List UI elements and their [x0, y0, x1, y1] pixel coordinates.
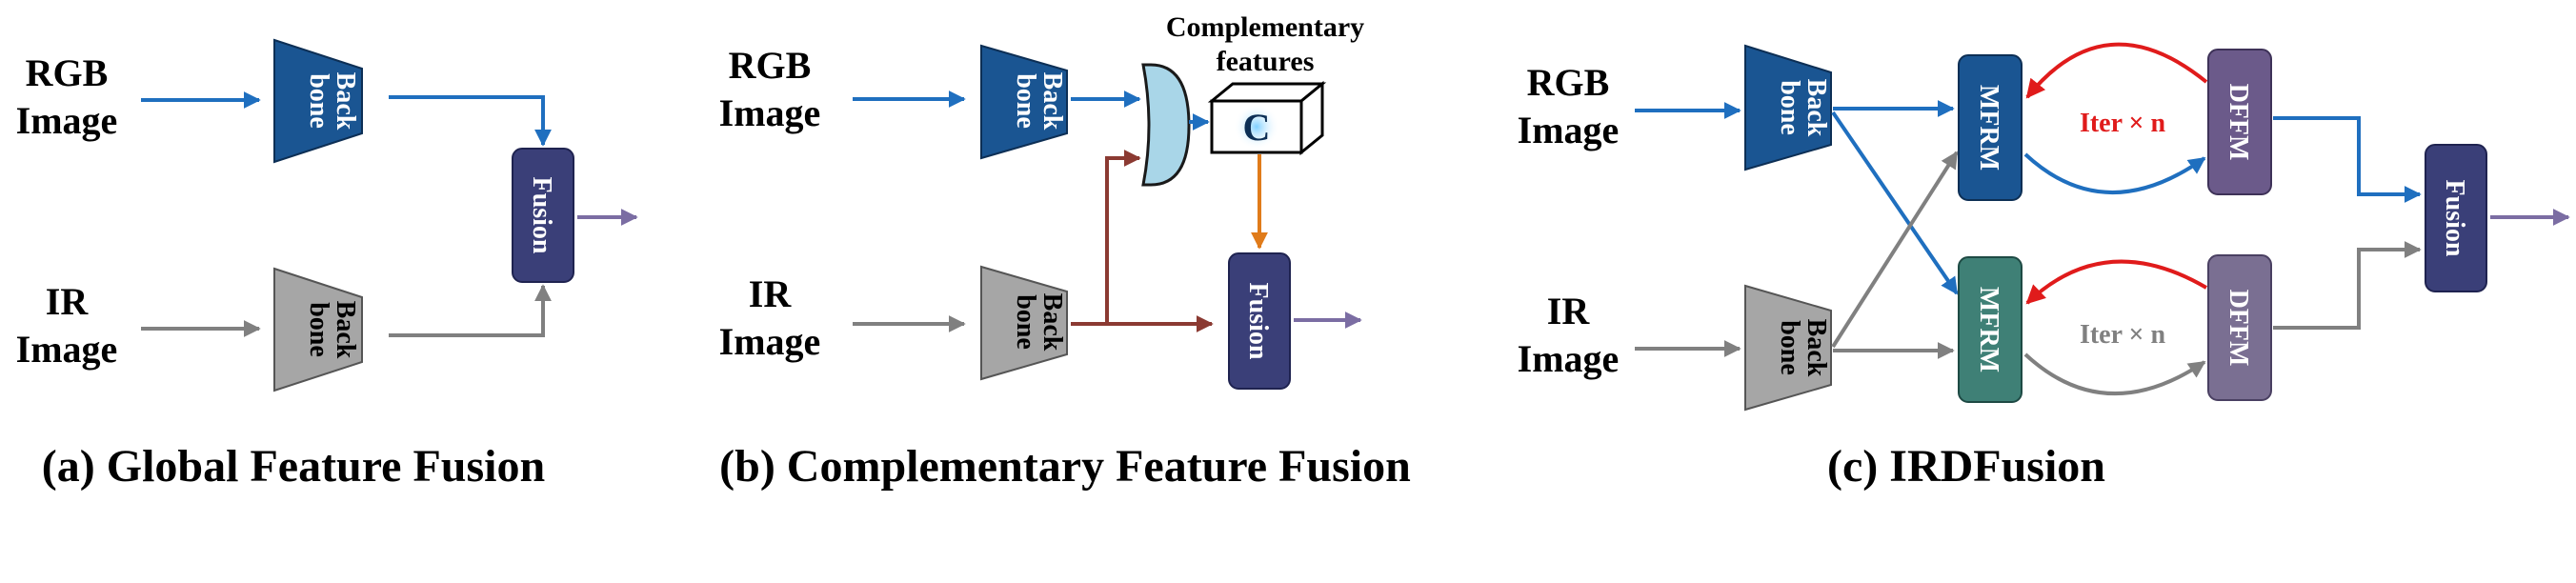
fusion-block-b: Fusion: [1228, 252, 1291, 390]
rgb-image-label-line1: RGB: [26, 51, 109, 94]
fusion-c-label: Fusion: [2440, 180, 2469, 257]
backbone-rgb: Back bone: [980, 44, 1068, 160]
backbone-rgb-label-line2: bone: [1011, 73, 1040, 129]
arrow-mfrm-rgb-to-dffm-rgb: [2023, 152, 2206, 194]
complementary-title-line1: Complementary: [1166, 11, 1364, 43]
fusion-block-c: Fusion: [2425, 144, 2487, 292]
complementary-title-line2: features: [1217, 46, 1315, 77]
mfrm-ir-label: MFRM: [1974, 287, 2003, 372]
backbone-rgb-label-line1: Back: [331, 72, 360, 131]
ir-image-label-line2: Image: [719, 320, 821, 363]
ir-image-label-line2: Image: [1518, 337, 1620, 380]
backbone-rgb-label-line2: bone: [1775, 80, 1804, 135]
arrow-backbone-ir-to-concat: [1071, 150, 1141, 326]
dffm-ir-label: DFFM: [2224, 290, 2253, 367]
backbone-ir: Back bone: [273, 267, 363, 392]
backbone-ir: Back bone: [980, 265, 1068, 381]
arrow-dffm-rgb-to-mfrm-rgb: [2025, 42, 2208, 99]
rgb-image-label-line2: Image: [1518, 109, 1620, 151]
dffm-rgb-label: DFFM: [2224, 84, 2253, 161]
arrow-backbone-ir-to-fusion: [389, 284, 552, 337]
fusion-b-label: Fusion: [1243, 283, 1273, 360]
rgb-image-label-line1: RGB: [729, 44, 812, 87]
backbone-rgb: Back bone: [1744, 44, 1832, 171]
backbone-ir-label-line2: bone: [304, 302, 333, 357]
backbone-ir-label-line1: Back: [1037, 293, 1067, 352]
ir-image-label-line1: IR: [749, 272, 793, 315]
complementary-symbol: C: [1243, 106, 1271, 149]
ir-image-label-line2: Image: [16, 328, 118, 371]
mfrm-ir-block: MFRM: [1958, 256, 2023, 403]
arrow-backbone-ir-to-mfrm-rgb: [1831, 151, 1959, 349]
ir-image-label-line1: IR: [1547, 290, 1591, 332]
backbone-ir: Back bone: [1744, 284, 1832, 412]
backbone-rgb: Back bone: [273, 38, 363, 164]
panel-c: RGB Image IR Image Back bone Back bone M…: [1518, 42, 2570, 492]
backbone-ir-label-line2: bone: [1775, 320, 1804, 375]
ir-image-label-line1: IR: [46, 280, 90, 323]
backbone-rgb-label-line1: Back: [1801, 79, 1831, 137]
arrow-dffm-ir-to-fusion: [2273, 241, 2422, 330]
caption-c: (c) IRDFusion: [1827, 441, 2105, 492]
backbone-ir-label-line1: Back: [1801, 319, 1831, 377]
iter-rgb-label: Iter × n: [2080, 109, 2166, 138]
concat-gate: [1141, 63, 1191, 187]
panel-b: RGB Image IR Image Back bone Back bone C…: [719, 11, 1411, 492]
rgb-image-label-line1: RGB: [1527, 61, 1610, 104]
fusion-a-label: Fusion: [527, 177, 556, 254]
backbone-ir-label-line2: bone: [1011, 294, 1040, 350]
dffm-ir-block: DFFM: [2207, 254, 2272, 401]
mfrm-rgb-block: MFRM: [1958, 54, 2023, 201]
caption-b: (b) Complementary Feature Fusion: [719, 441, 1411, 492]
arrow-backbone-rgb-to-mfrm-ir: [1831, 111, 1959, 295]
caption-a: (a) Global Feature Fusion: [42, 441, 545, 492]
rgb-image-label-line2: Image: [719, 91, 821, 134]
backbone-rgb-label-line2: bone: [304, 73, 333, 129]
arrow-dffm-ir-to-mfrm-ir: [2025, 259, 2208, 305]
arrow-mfrm-ir-to-dffm-ir: [2023, 352, 2206, 396]
panel-a: RGB Image IR Image Back bone Back bone F…: [16, 38, 638, 492]
backbone-rgb-label-line1: Back: [1037, 72, 1067, 131]
complementary-feature-cube: C: [1207, 80, 1327, 156]
mfrm-rgb-label: MFRM: [1974, 85, 2003, 171]
backbone-ir-label-line1: Back: [331, 301, 360, 359]
arrow-dffm-rgb-to-fusion: [2273, 116, 2422, 203]
dffm-rgb-block: DFFM: [2207, 49, 2272, 195]
arrow-backbone-rgb-to-fusion: [389, 95, 552, 147]
rgb-image-label-line2: Image: [16, 99, 118, 142]
fusion-block-a: Fusion: [512, 148, 574, 283]
iter-ir-label: Iter × n: [2080, 320, 2166, 350]
